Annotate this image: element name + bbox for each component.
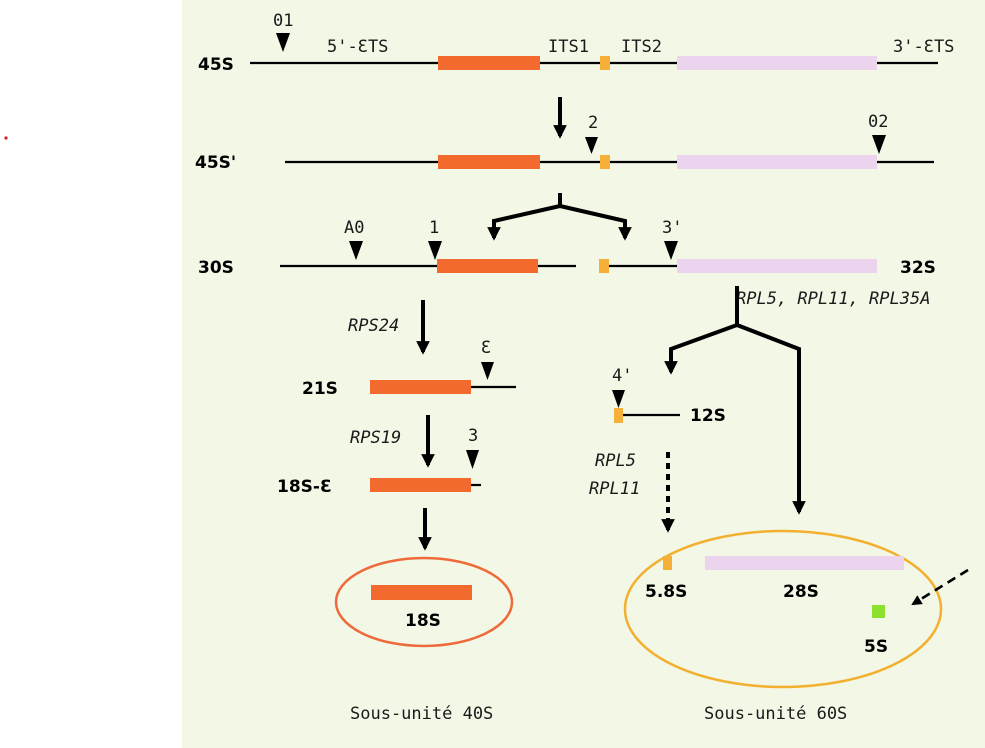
panel-background: [182, 0, 985, 748]
label-32S: 32S: [900, 258, 936, 278]
region-label-ITS1: ITS1: [548, 37, 589, 57]
protein-label-RPL5: RPL5: [595, 451, 636, 471]
label-45S-prime: 45S': [195, 153, 236, 173]
mature-label-28S: 28S: [783, 582, 819, 602]
site-label-01: 01: [273, 11, 293, 31]
triangle-down-icon: [276, 33, 290, 52]
subunit-40S-outline: [334, 556, 514, 648]
mature-28S-bar: [705, 556, 904, 570]
mature-label-5-8S: 5.8S: [645, 582, 687, 602]
segment-5-8S-45S-prime: [600, 155, 610, 169]
region-label-5-ETS: 5'-ƐTS: [327, 37, 388, 57]
split-arrow-45S-prime: [487, 193, 632, 241]
site-label-E: Ɛ: [481, 338, 491, 358]
segment-5-8S-32S: [599, 259, 609, 273]
row-45S: 45S 01 5'-ƐTS ITS1 ITS2 3'-ƐTS: [198, 11, 954, 75]
protein-label-RPS24: RPS24: [348, 316, 399, 336]
segment-18S-18S-E: [370, 478, 471, 492]
row-30S-32S: 30S A0 1 3' 32S: [198, 218, 936, 278]
segment-18S-21S: [370, 380, 471, 394]
triangle-down-icon: [664, 241, 678, 260]
site-label-02: 02: [868, 112, 888, 132]
site-label-3-prime: 3': [662, 218, 682, 238]
label-45S: 45S: [198, 55, 234, 75]
segment-18S-30S: [437, 259, 538, 273]
triangle-down-icon: [349, 241, 363, 260]
stray-dot: [4, 136, 8, 140]
region-label-ITS2: ITS2: [621, 37, 662, 57]
branch-40S: RPS24 21S Ɛ RPS19 18S-Ɛ 3 18S Sous-unité…: [277, 300, 516, 724]
protein-label-RPS19: RPS19: [350, 428, 401, 448]
subunit-label-60S: Sous-unité 60S: [704, 704, 847, 724]
label-21S: 21S: [302, 379, 338, 399]
segment-18S-45S: [438, 56, 540, 70]
segment-5-8S-45S: [600, 56, 610, 70]
label-18S-E: 18S-Ɛ: [277, 477, 332, 497]
triangle-down-icon: [585, 137, 598, 154]
branch-60S: RPL5, RPL11, RPL35A 4' 12S RPL5 RPL11 5.…: [589, 286, 969, 724]
dashed-arrow-icon: [911, 568, 969, 606]
segment-28S-45S: [677, 56, 877, 70]
mature-18S-bar: [371, 585, 472, 600]
site-label-4-prime: 4': [612, 366, 632, 386]
mature-5-8S-bar: [663, 556, 672, 570]
region-label-3-ETS: 3'-ƐTS: [893, 37, 954, 57]
subunit-60S-outline: [623, 529, 943, 689]
triangle-down-icon: [872, 135, 886, 154]
arrow-down-icon: [487, 204, 561, 241]
segment-28S-32S: [677, 259, 877, 273]
site-label-1: 1: [429, 218, 439, 238]
mature-label-18S: 18S: [405, 611, 441, 631]
label-30S: 30S: [198, 258, 234, 278]
mature-label-5S: 5S: [864, 637, 888, 657]
triangle-down-icon: [428, 241, 442, 260]
arrow-down-icon: [664, 323, 738, 375]
segment-18S-45S-prime: [438, 155, 540, 169]
arrow-down-icon: [736, 323, 806, 515]
arrow-down-icon: [559, 204, 632, 241]
site-label-3: 3: [468, 426, 478, 446]
row-45S-prime: 45S' 2 02: [195, 112, 934, 173]
subunit-label-40S: Sous-unité 40S: [350, 704, 493, 724]
site-label-A0: A0: [344, 218, 364, 238]
segment-5-8S-12S: [614, 408, 623, 423]
label-12S: 12S: [690, 406, 726, 426]
triangle-down-icon: [481, 362, 494, 380]
site-label-2: 2: [588, 113, 598, 133]
triangle-down-icon: [466, 450, 479, 469]
segment-28S-45S-prime: [677, 155, 877, 169]
mature-5S-square: [872, 605, 885, 618]
protein-label-RPL11: RPL11: [589, 479, 640, 499]
protein-label-RPL-group: RPL5, RPL11, RPL35A: [736, 289, 930, 309]
triangle-down-icon: [612, 390, 625, 408]
